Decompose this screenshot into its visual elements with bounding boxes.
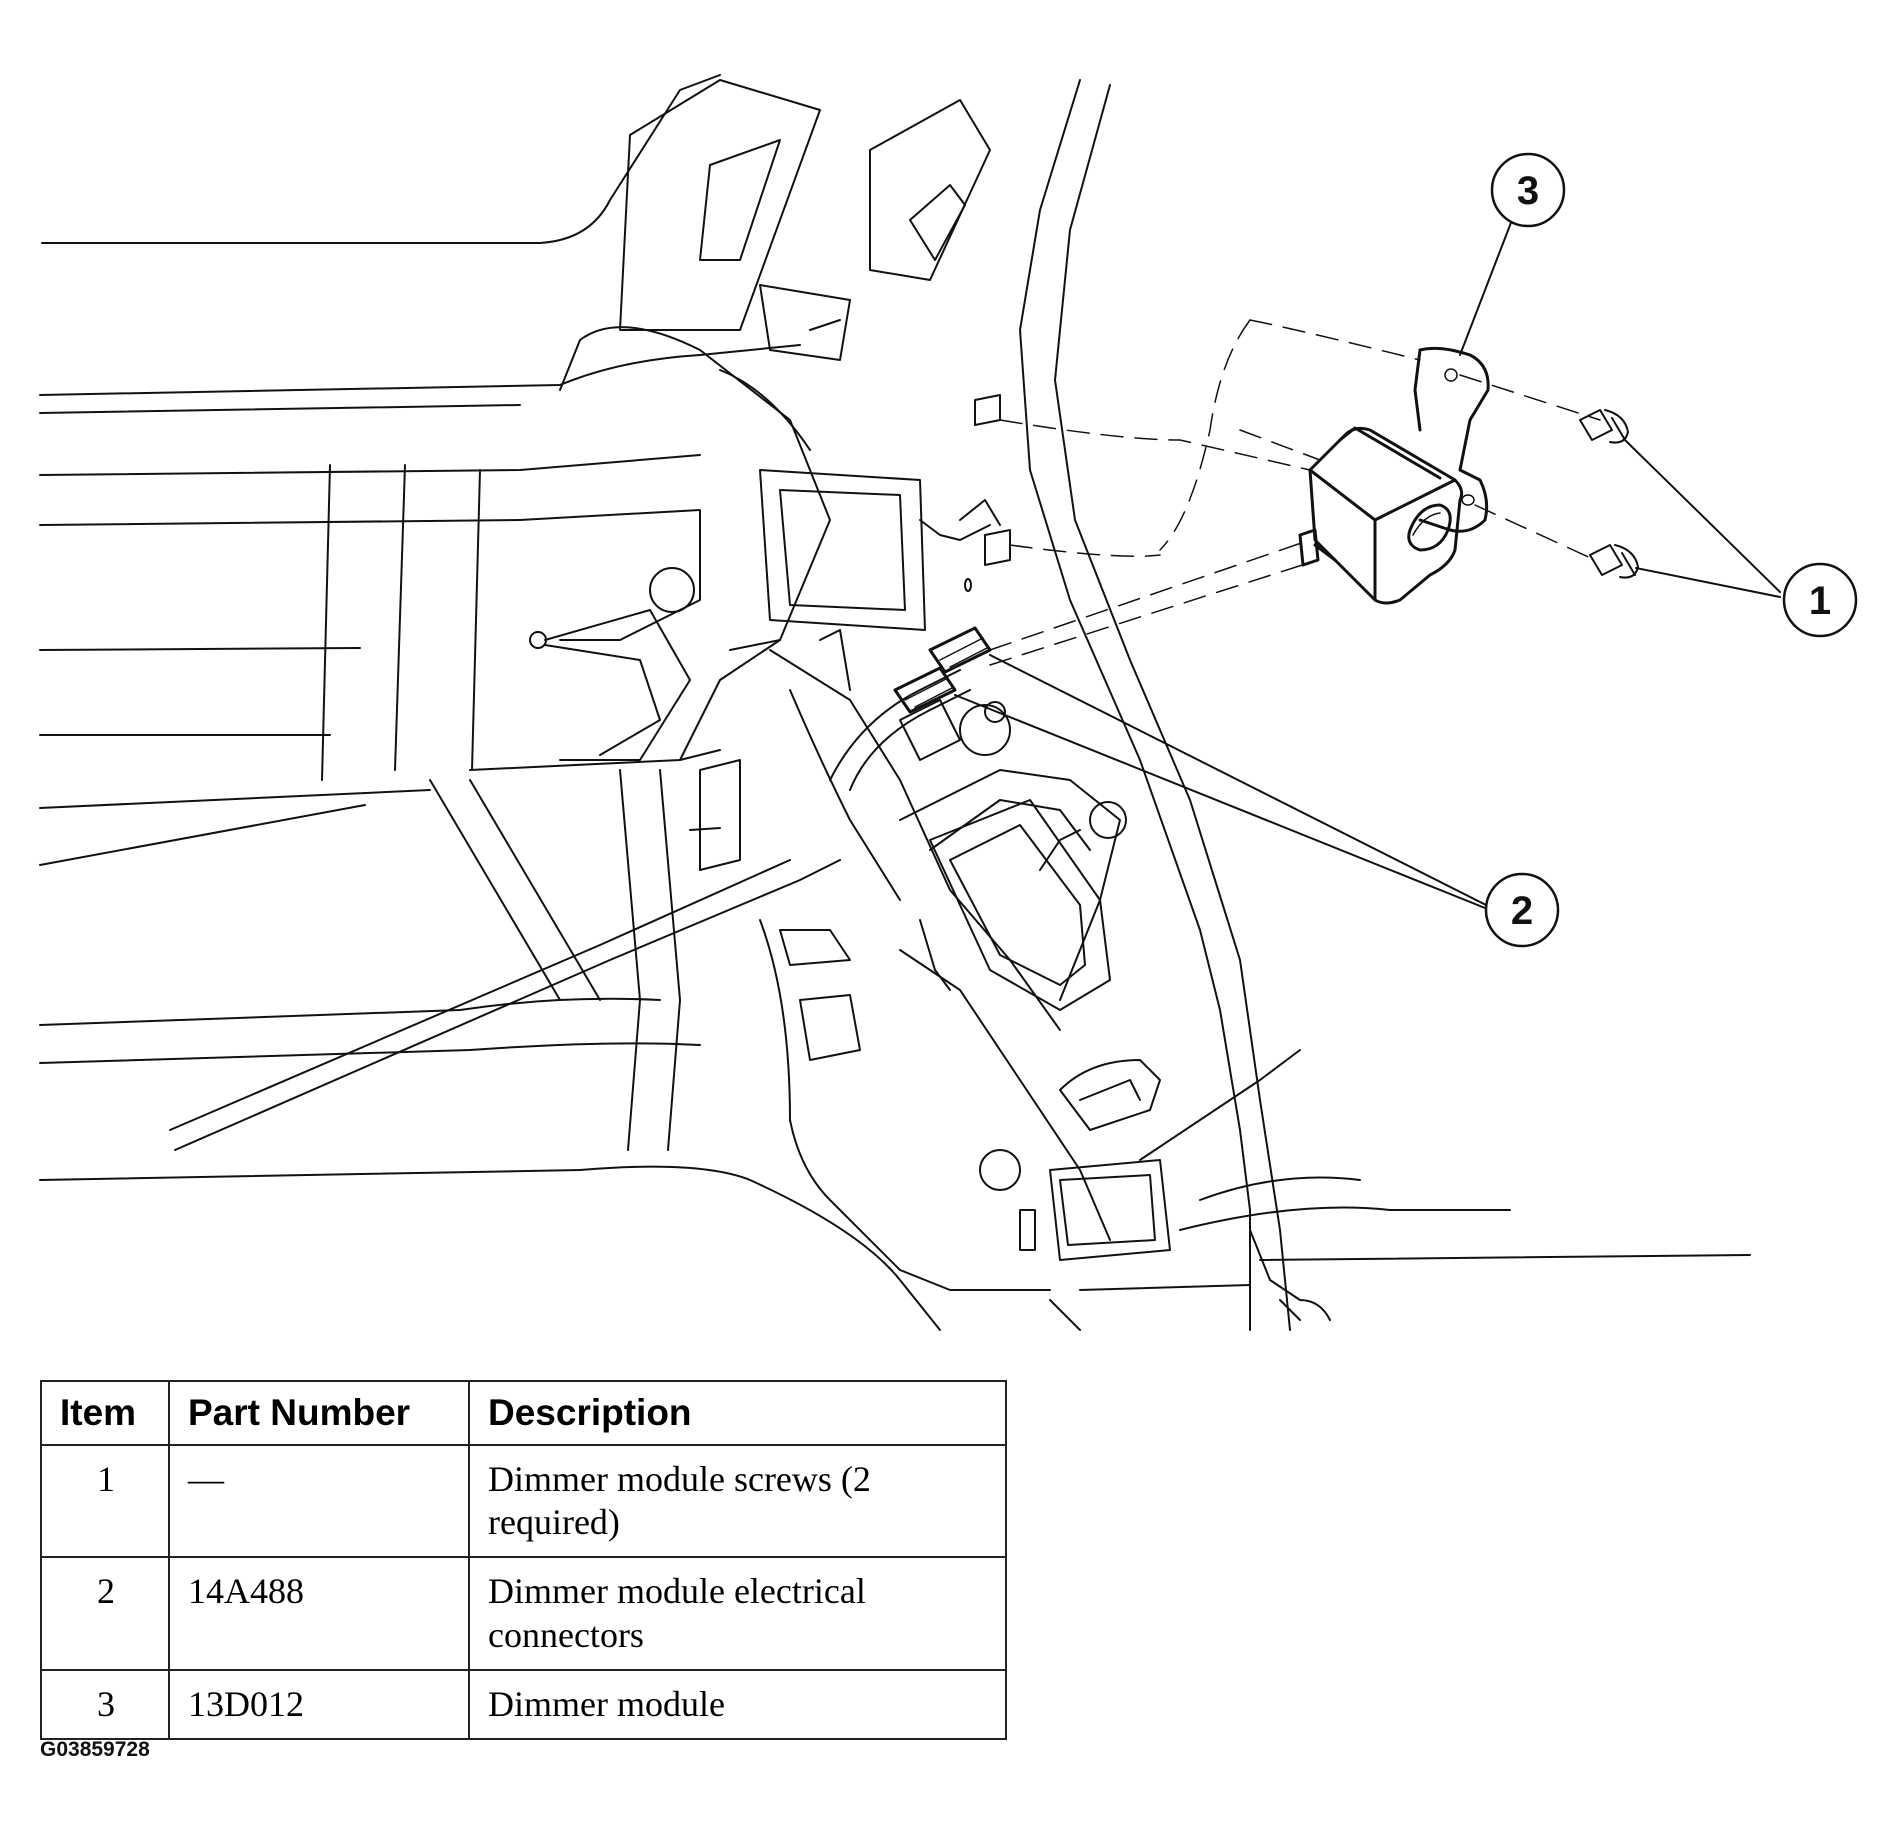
instrument-panel-structure (39, 74, 1751, 1331)
figure-id: G03859728 (40, 1738, 150, 1761)
leader-3 (1459, 219, 1513, 356)
callout-2-label: 2 (1511, 889, 1533, 933)
row-item: 2 (40, 1556, 170, 1671)
leader-2a (989, 654, 1491, 908)
alignment-lines (989, 319, 1601, 666)
leader-1a (1624, 439, 1781, 593)
leader-2b (954, 694, 1491, 911)
screw-upper (1579, 409, 1629, 444)
row-item: 1 (40, 1443, 170, 1559)
row-part-number: — (168, 1443, 470, 1559)
header-part-number: Part Number (168, 1380, 470, 1446)
callout-3-label: 3 (1517, 169, 1539, 213)
connector-lower (893, 666, 957, 714)
parts-table-header: Item Part Number Description (40, 1380, 1007, 1446)
dimmer-module-screws (1579, 409, 1639, 579)
header-description: Description (468, 1380, 1007, 1446)
callout-1: 1 (1782, 562, 1858, 638)
callout-2: 2 (1484, 872, 1560, 948)
row-description: Dimmer module (468, 1668, 1007, 1740)
screw-lower (1589, 544, 1639, 579)
dimmer-module-electrical-connectors (893, 626, 992, 714)
row-item: 3 (40, 1668, 170, 1740)
table-row: 1 — Dimmer module screws (2 required) (40, 1443, 1007, 1559)
wiring-harness (829, 669, 971, 791)
parts-table: Item Part Number Description 1 — Dimmer … (40, 1380, 1007, 1740)
dimmer-module (1298, 426, 1464, 605)
connector-upper (928, 626, 992, 674)
row-part-number: 13D012 (168, 1668, 470, 1740)
dimmer-module-bracket (1413, 346, 1490, 533)
header-item: Item (40, 1380, 170, 1446)
exploded-view-drawing: 3 1 2 (39, 74, 1858, 1331)
leader-lines (954, 219, 1781, 911)
leader-1b (1635, 567, 1781, 598)
table-row: 3 13D012 Dimmer module (40, 1668, 1007, 1740)
row-description: Dimmer module screws (2 required) (468, 1443, 1007, 1559)
row-description: Dimmer module electrical connectors (468, 1556, 1007, 1671)
row-part-number: 14A488 (168, 1556, 470, 1671)
callout-1-label: 1 (1809, 579, 1831, 623)
callout-3: 3 (1490, 152, 1566, 228)
table-row: 2 14A488 Dimmer module electrical connec… (40, 1556, 1007, 1671)
